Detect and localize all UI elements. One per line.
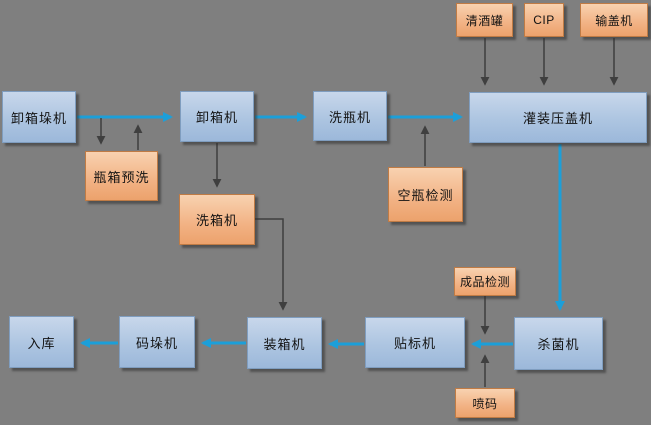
node-unload-stacker-label: 卸箱垛机 <box>10 110 67 126</box>
node-case-packer[interactable]: 装箱机 <box>247 317 322 369</box>
aux-cratewasher-to-casepacker <box>255 218 288 311</box>
node-finished-product-inspection[interactable]: 成品检测 <box>454 267 516 296</box>
node-empty-bottle-inspection-label: 空瓶检测 <box>397 188 454 203</box>
node-sterilizer-label: 杀菌机 <box>537 337 580 352</box>
node-cap-feeder[interactable]: 输盖机 <box>580 3 648 37</box>
node-filler-capper-label: 灌装压盖机 <box>522 111 593 126</box>
node-clear-beer-tank[interactable]: 清酒罐 <box>456 3 513 37</box>
node-palletizer-label: 码垛机 <box>135 335 178 351</box>
node-unload-stacker[interactable]: 卸箱垛机 <box>2 91 76 143</box>
node-cap-feeder-label: 输盖机 <box>595 13 633 28</box>
node-unboxer[interactable]: 卸箱机 <box>180 91 254 142</box>
node-warehouse-label: 入库 <box>27 335 56 351</box>
node-crate-washer[interactable]: 洗箱机 <box>179 194 255 245</box>
node-labeler-label: 贴标机 <box>393 336 436 351</box>
node-ink-jet-coder-label: 喷码 <box>472 396 498 411</box>
node-crate-washer-label: 洗箱机 <box>195 213 238 228</box>
node-bottle-crate-prewash[interactable]: 瓶箱预洗 <box>85 151 158 201</box>
node-warehouse[interactable]: 入库 <box>9 316 74 368</box>
node-filler-capper[interactable]: 灌装压盖机 <box>469 92 647 143</box>
node-sterilizer[interactable]: 杀菌机 <box>514 317 603 370</box>
node-empty-bottle-inspection[interactable]: 空瓶检测 <box>388 167 463 222</box>
node-clear-beer-tank-label: 清酒罐 <box>465 13 504 28</box>
node-cip-label: CIP <box>533 13 555 27</box>
node-bottle-crate-prewash-label: 瓶箱预洗 <box>93 169 150 185</box>
node-bottle-washer[interactable]: 洗瓶机 <box>313 91 387 141</box>
node-cip[interactable]: CIP <box>524 3 564 37</box>
node-ink-jet-coder[interactable]: 喷码 <box>455 388 515 418</box>
node-labeler[interactable]: 贴标机 <box>365 317 465 368</box>
node-palletizer[interactable]: 码垛机 <box>119 316 195 368</box>
node-finished-product-inspection-label: 成品检测 <box>459 275 510 289</box>
node-bottle-washer-label: 洗瓶机 <box>328 109 371 125</box>
node-case-packer-label: 装箱机 <box>263 336 306 352</box>
node-unboxer-label: 卸箱机 <box>195 110 238 125</box>
